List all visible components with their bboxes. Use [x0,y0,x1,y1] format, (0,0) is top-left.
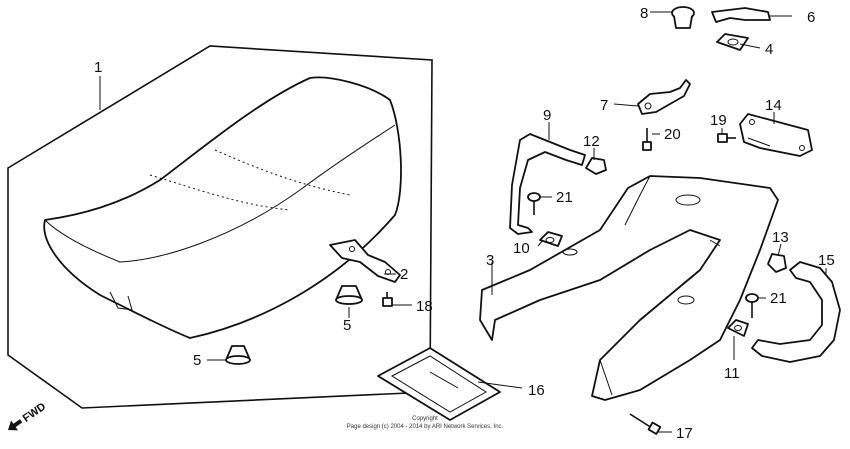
callout-5-upper: 5 [343,317,351,334]
callout-4: 4 [765,41,773,58]
callout-3: 3 [486,252,494,269]
cap-part-12 [585,157,607,175]
callout-18: 18 [416,298,433,315]
bolt-part-21-lower [745,293,759,318]
callout-7: 7 [600,97,608,114]
callout-8: 8 [640,5,648,22]
callout-12: 12 [583,133,600,150]
bracket-part-14 [739,113,813,157]
key-lock-part-8 [671,6,695,29]
grommet-part-10 [539,231,563,247]
copyright-line-1: Copyright [412,416,438,422]
callout-19: 19 [710,112,727,129]
fwd-label: FWD [21,401,48,425]
seat [43,76,402,339]
bolt-part-19 [717,133,736,143]
callout-9: 9 [543,107,551,124]
rubber-cushion-part-5-lower [225,345,251,365]
tail-cowl-part-3 [479,175,779,401]
callout-5-lower: 5 [193,352,201,369]
copyright-line-2: Page design (c) 2004 - 2014 by ARI Netwo… [347,424,504,430]
fwd-arrow-icon: FWD [8,401,48,431]
bolt-part-21-upper [527,192,541,215]
bolt-part-18 [382,292,393,307]
callout-20: 20 [664,126,681,143]
callout-1: 1 [94,59,102,76]
leader-lines [99,11,827,433]
nut-part-13 [767,253,787,273]
callout-10: 10 [513,240,530,257]
grommet-part-11 [727,319,749,337]
callout-21-lower: 21 [770,290,787,307]
grab-bar-part-15 [751,261,841,363]
callout-13: 13 [772,229,789,246]
latch-part-7 [637,79,691,115]
bolt-part-17 [629,413,662,435]
seat-bracket-part-2 [329,239,401,283]
callout-11: 11 [724,365,740,382]
plate-part-4 [716,33,749,51]
callout-15: 15 [818,252,835,269]
clip-part-6 [711,7,771,23]
seal-part-16 [377,347,501,421]
bolt-part-20 [642,128,652,151]
callout-16: 16 [528,382,545,399]
callout-21-upper: 21 [556,189,573,206]
callout-17: 17 [676,425,693,442]
grab-bar-part-9 [509,133,586,235]
callout-2: 2 [400,266,408,283]
callout-6: 6 [807,9,815,26]
rubber-cushion-part-5-upper [335,285,363,305]
callout-14: 14 [765,97,782,114]
